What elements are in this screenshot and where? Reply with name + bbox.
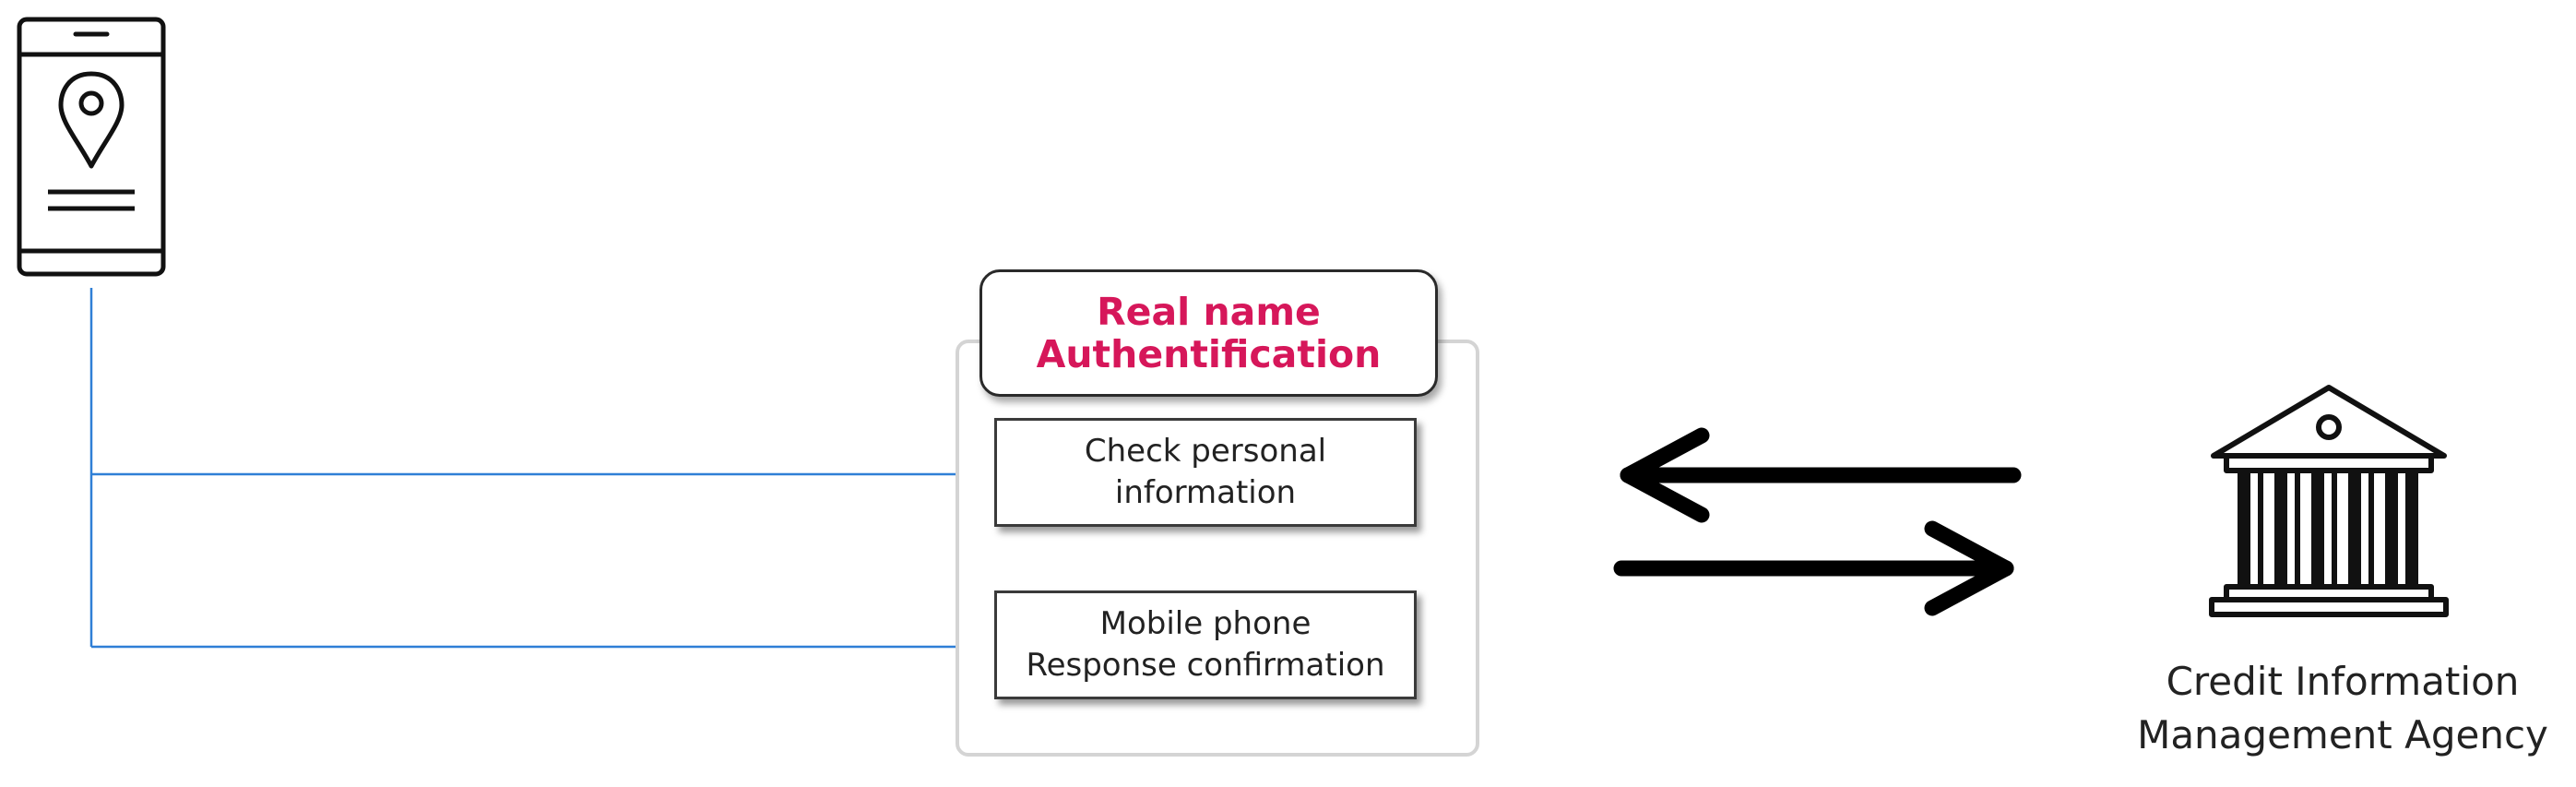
step-mobile-response-confirmation: Mobile phone Response confirmation	[994, 590, 1417, 699]
step-check-personal-info: Check personal information	[994, 418, 1417, 527]
step-label: Check personal information	[1084, 433, 1327, 511]
bank-building-icon	[2209, 385, 2449, 617]
auth-title: Real name Authentification	[1036, 290, 1382, 376]
step-label: Mobile phone Response confirmation	[1026, 605, 1385, 684]
mobile-location-icon	[17, 17, 166, 277]
phone-connector-lines	[89, 288, 978, 649]
agency-label: Credit Information Management Agency	[2137, 659, 2548, 757]
exchange-arrows-icon	[1613, 427, 2022, 616]
auth-title-box: Real name Authentification	[979, 269, 1438, 397]
